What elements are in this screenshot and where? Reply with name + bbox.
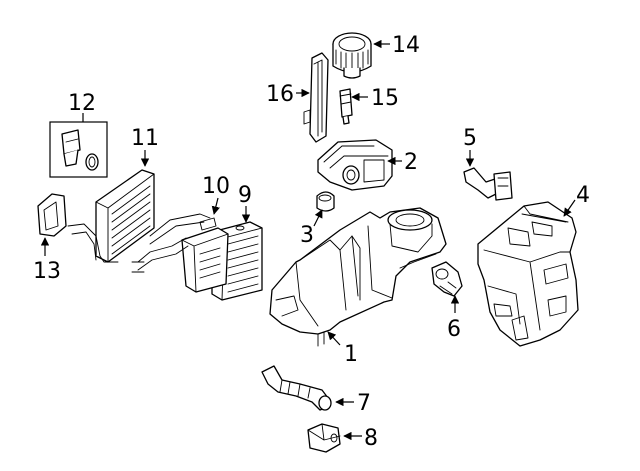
actuator-housing-part [317, 139, 393, 191]
rear-hvac-housing-part [477, 201, 579, 347]
blower-resistor-part [339, 88, 353, 125]
leader-lines [40, 39, 576, 441]
sensor-connector-part [463, 167, 513, 201]
callout-14: 14 [392, 33, 420, 58]
callout-6: 6 [447, 317, 461, 342]
callout-4: 4 [576, 183, 590, 208]
callout-16: 16 [266, 82, 294, 107]
leader-3 [313, 209, 323, 227]
callout-1: 1 [344, 342, 358, 367]
callout-10: 10 [202, 174, 230, 199]
callout-7: 7 [357, 391, 371, 416]
heater-core-front-part [67, 169, 155, 263]
actuator-motor-part [431, 261, 463, 297]
callout-2: 2 [404, 150, 418, 175]
seal-strip-part [303, 52, 329, 143]
callout-3: 3 [300, 223, 314, 248]
inset-box [49, 121, 108, 178]
blower-motor-part [332, 32, 372, 79]
duct-hose-part [261, 365, 332, 411]
pipe-seal-part [37, 193, 67, 237]
expansion-valve-part [61, 129, 81, 167]
grommet-part [316, 191, 335, 212]
callout-12: 12 [68, 91, 96, 116]
callout-9: 9 [238, 183, 252, 208]
heater-core-part [181, 217, 229, 293]
callout-13: 13 [33, 259, 61, 284]
coolant-pipes-part [131, 213, 211, 273]
callout-11: 11 [131, 126, 159, 151]
leader-1 [327, 331, 341, 346]
callout-labels: 1 2 3 4 5 6 7 8 9 10 11 12 13 14 15 16 [33, 33, 590, 451]
sensor-block-part [307, 423, 341, 453]
leader-4 [563, 199, 576, 217]
callout-15: 15 [371, 86, 399, 111]
callout-8: 8 [364, 426, 378, 451]
hvac-main-case-part [269, 207, 447, 347]
o-ring-part [85, 153, 99, 171]
callout-5: 5 [463, 126, 477, 151]
leader-10 [211, 197, 220, 215]
